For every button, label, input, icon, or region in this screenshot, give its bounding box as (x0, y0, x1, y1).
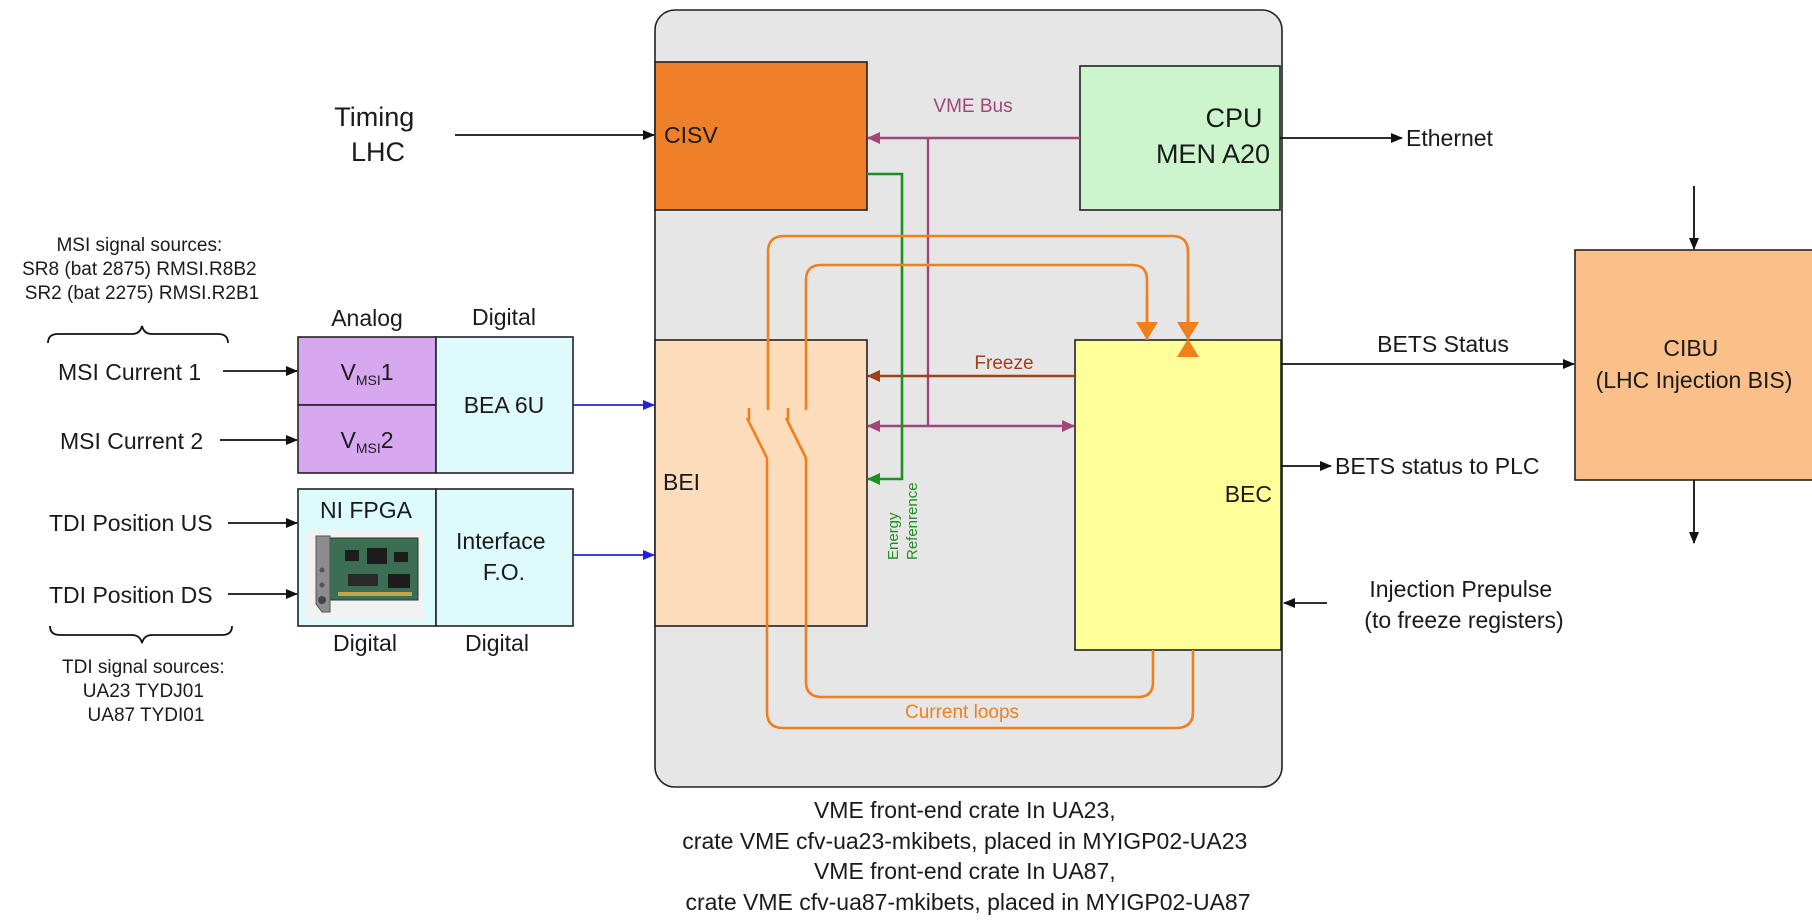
bea-6u-label: BEA 6U (464, 392, 545, 418)
freeze-label: Freeze (974, 353, 1033, 374)
digital-header-bottom-2: Digital (465, 630, 529, 656)
cpu-block (1080, 66, 1280, 210)
vmsi1-block (298, 337, 436, 405)
bets-status-label: BETS Status (1377, 331, 1509, 357)
analog-header: Analog (331, 305, 403, 331)
tdi-position-ds-label: TDI Position DS (49, 582, 213, 608)
msi-sources-text: MSI signal sources: SR8 (bat 2875) RMSI.… (22, 235, 262, 304)
interface-fo-block (436, 489, 573, 626)
vme-bus-label: VME Bus (933, 96, 1012, 117)
cibu-block (1575, 250, 1812, 480)
msi-current-2-label: MSI Current 2 (60, 428, 203, 454)
ni-fpga-label: NI FPGA (320, 497, 413, 523)
msi-brace (48, 326, 228, 343)
fpga-card-image (306, 530, 424, 620)
digital-header-bottom-1: Digital (333, 630, 397, 656)
current-loops-label: Current loops (905, 702, 1019, 723)
injection-prepulse-label: Injection Prepulse (to freeze registers) (1364, 576, 1563, 633)
bets-plc-label: BETS status to PLC (1335, 453, 1540, 479)
bec-label: BEC (1225, 481, 1272, 507)
cisv-label: CISV (664, 122, 718, 148)
bei-label: BEI (663, 469, 700, 495)
tdi-brace (50, 626, 232, 643)
crate-caption: VME front-end crate In UA23, crate VME c… (682, 797, 1253, 915)
ethernet-label: Ethernet (1406, 125, 1494, 151)
tdi-position-us-label: TDI Position US (49, 510, 213, 536)
msi-current-1-label: MSI Current 1 (58, 359, 201, 385)
timing-label: Timing LHC (334, 102, 422, 167)
tdi-sources-text: TDI signal sources: UA23 TYDJ01 UA87 TYD… (62, 657, 230, 726)
digital-header-top: Digital (472, 304, 536, 330)
vmsi2-block (298, 405, 436, 473)
